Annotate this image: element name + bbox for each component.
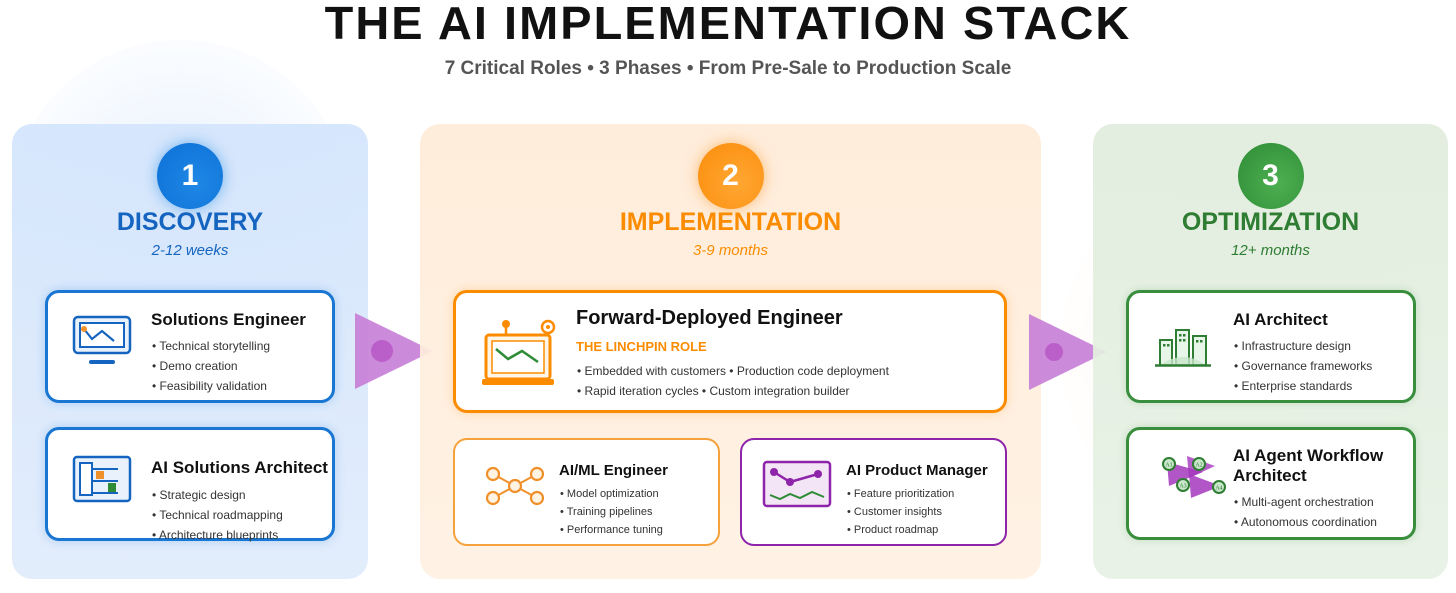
bullet: Technical storytelling bbox=[152, 336, 270, 356]
phase-duration: 2-12 weeks bbox=[151, 242, 229, 259]
role-card-forward-deployed-engineer: Forward-Deployed Engineer THE LINCHPIN R… bbox=[453, 290, 1007, 413]
role-card-solutions-engineer: Solutions Engineer Technical storytellin… bbox=[45, 290, 335, 403]
page-subtitle: 7 Critical Roles • 3 Phases • From Pre-S… bbox=[444, 58, 1012, 79]
phase-duration: 3-9 months bbox=[692, 242, 769, 259]
role-title-line: AI Agent Workflow bbox=[1233, 446, 1384, 465]
phase-number-badge: 3 bbox=[1237, 143, 1304, 209]
role-card-ai-agent-workflow-architect: A1 A2 A3 A4 AI Agent Workflow Architect … bbox=[1126, 427, 1416, 540]
bullet: Architecture blueprints bbox=[152, 525, 283, 545]
role-title: AI/ML Engineer bbox=[559, 462, 668, 479]
bullet: Embedded with customers • Production cod… bbox=[577, 361, 889, 381]
page-title: THE AI IMPLEMENTATION STACK bbox=[324, 0, 1132, 49]
role-bullets: Model optimization Training pipelines Pe… bbox=[560, 485, 663, 539]
role-title: AI Product Manager bbox=[846, 462, 988, 479]
role-bullets: Feature prioritization Customer insights… bbox=[847, 485, 954, 539]
bullet: Model optimization bbox=[560, 485, 663, 503]
role-title: Solutions Engineer bbox=[151, 310, 306, 329]
bullet: Product roadmap bbox=[847, 521, 954, 539]
bullet: Demo creation bbox=[152, 356, 270, 376]
phase-name: IMPLEMENTATION bbox=[619, 208, 842, 236]
bullet: Infrastructure design bbox=[1234, 336, 1372, 356]
role-bullets: Embedded with customers • Production cod… bbox=[577, 361, 889, 401]
role-card-ai-architect: AI Architect Infrastructure design Gover… bbox=[1126, 290, 1416, 403]
role-title: AI Agent Workflow Architect bbox=[1233, 446, 1383, 486]
phase-duration: 12+ months bbox=[1231, 242, 1310, 259]
role-title: AI Architect bbox=[1233, 310, 1328, 329]
svg-text:A2: A2 bbox=[1195, 463, 1202, 469]
role-bullets: Infrastructure design Governance framewo… bbox=[1234, 336, 1373, 396]
bullet: Training pipelines bbox=[560, 503, 663, 521]
bullet: Enterprise standards bbox=[1234, 376, 1372, 396]
phase-optimization: 3 OPTIMIZATION 12+ months AI Architect I… bbox=[1093, 124, 1448, 579]
role-title: AI Solutions Architect bbox=[151, 458, 328, 477]
bullet: Feasibility validation bbox=[152, 376, 270, 396]
bullet: Strategic design bbox=[152, 485, 283, 505]
bullet: Multi-agent orchestration bbox=[1234, 492, 1377, 512]
agent-network-icon: A1 A2 A3 A4 bbox=[1162, 456, 1226, 498]
role-bullets: Technical storytelling Demo creation Fea… bbox=[152, 336, 270, 396]
bullet: Performance tuning bbox=[560, 521, 663, 539]
bullet: Feature prioritization bbox=[847, 485, 954, 503]
role-card-ai-product-manager: AI Product Manager Feature prioritizatio… bbox=[740, 438, 1007, 546]
role-highlight-label: THE LINCHPIN ROLE bbox=[576, 339, 707, 354]
analytics-chart-icon bbox=[762, 460, 832, 508]
neural-network-icon bbox=[485, 466, 545, 506]
flow-arrow-icon bbox=[355, 313, 433, 389]
svg-text:A1: A1 bbox=[1165, 463, 1172, 469]
role-bullets: Multi-agent orchestration Autonomous coo… bbox=[1234, 492, 1377, 532]
architecture-diagram-icon bbox=[72, 455, 132, 503]
buildings-icon bbox=[1155, 329, 1211, 367]
svg-text:A3: A3 bbox=[1179, 484, 1186, 490]
role-bullets: Strategic design Technical roadmapping A… bbox=[152, 485, 283, 545]
laptop-antenna-icon bbox=[482, 319, 556, 385]
phase-name: DISCOVERY bbox=[116, 208, 264, 236]
bullet: Autonomous coordination bbox=[1234, 512, 1377, 532]
role-title-line: Architect bbox=[1233, 466, 1307, 485]
bullet: Rapid iteration cycles • Custom integrat… bbox=[577, 381, 889, 401]
phase-name: OPTIMIZATION bbox=[1181, 208, 1360, 236]
flow-arrow-icon bbox=[1029, 314, 1107, 390]
role-title: Forward-Deployed Engineer bbox=[576, 307, 843, 329]
role-card-ai-solutions-architect: AI Solutions Architect Strategic design … bbox=[45, 427, 335, 542]
svg-text:A4: A4 bbox=[1215, 486, 1222, 492]
role-card-ai-ml-engineer: AI/ML Engineer Model optimization Traini… bbox=[453, 438, 720, 546]
bullet: Customer insights bbox=[847, 503, 954, 521]
phase-implementation: 2 IMPLEMENTATION 3-9 months Forward-Depl… bbox=[420, 124, 1041, 579]
phase-discovery: 1 DISCOVERY 2-12 weeks Solutions Enginee… bbox=[12, 124, 368, 579]
phase-number-badge: 2 bbox=[697, 143, 764, 209]
phase-number-badge: 1 bbox=[157, 143, 223, 209]
bullet: Technical roadmapping bbox=[152, 505, 282, 525]
bullet: Governance frameworks bbox=[1234, 356, 1373, 376]
monitor-chart-icon bbox=[72, 315, 132, 364]
